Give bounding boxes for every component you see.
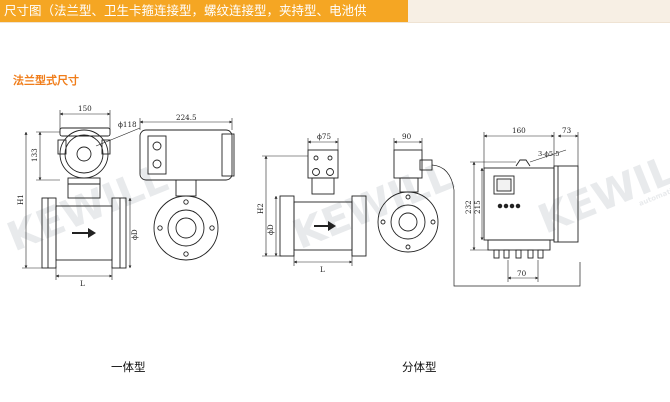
flange-inner <box>167 209 205 247</box>
dim-h2: H2 <box>256 203 265 214</box>
split-side-view <box>377 149 581 287</box>
dim-133: 133 <box>30 148 39 162</box>
dim-phi118: ϕ118 <box>118 120 137 129</box>
dim-160: 160 <box>512 126 526 135</box>
header-bar: 尺寸图（法兰型、卫生卡箍连接型，螺纹连接型，夹持型、电池供 <box>0 0 670 23</box>
flange-bore <box>175 217 197 239</box>
header-tab: 尺寸图（法兰型、卫生卡箍连接型，螺纹连接型，夹持型、电池供 <box>0 0 408 22</box>
split-neck <box>311 177 335 195</box>
dim-phid-integrated: ϕD <box>130 229 139 240</box>
dim-phid-split: ϕD <box>266 224 275 235</box>
dim-phi75: ϕ75 <box>317 132 331 141</box>
dim-150: 150 <box>78 104 92 113</box>
split-flow-arrow-icon <box>328 221 336 231</box>
converter-bottom <box>487 239 551 251</box>
cable-gland-left <box>57 139 67 155</box>
head-inner-circle <box>64 134 104 174</box>
dim-73: 73 <box>562 126 572 135</box>
section-title: 法兰型式尺寸 <box>13 74 79 87</box>
dim-224-5: 224.5 <box>176 113 197 122</box>
neck <box>67 177 101 199</box>
split-flange-inner <box>390 204 426 240</box>
mount-hanger <box>515 159 531 167</box>
split-flange-outer <box>377 191 439 253</box>
dim-l-split: L <box>320 265 325 274</box>
dim-215: 215 <box>473 200 482 214</box>
integrated-side-view <box>139 129 235 261</box>
head-outer-circle <box>59 129 109 179</box>
dim-3-phi5-5: 3-ϕ5.5 <box>538 150 559 158</box>
flange-outer <box>153 195 219 261</box>
split-tube <box>293 201 353 251</box>
split-converter <box>483 159 579 259</box>
dim-70: 70 <box>517 269 527 278</box>
housing-cover <box>221 133 235 177</box>
flow-arrow-icon <box>88 228 96 238</box>
signal-cable <box>431 164 581 287</box>
dim-h1: H1 <box>16 194 25 205</box>
watermarks: KEWILL KEWILL KEWILL automation <box>1 138 670 261</box>
dim-90: 90 <box>402 132 412 141</box>
caption-split: 分体型 <box>402 360 437 374</box>
housing-terminal <box>147 135 167 175</box>
side-neck <box>175 179 197 197</box>
split-flange-bore <box>398 212 418 232</box>
converter-side <box>553 165 579 243</box>
integrated-front-view <box>41 127 127 269</box>
dim-l-integrated: L <box>80 279 85 288</box>
measuring-tube <box>55 205 113 261</box>
cable-gland-right <box>101 139 111 155</box>
head-window <box>76 146 92 162</box>
dim-232: 232 <box>464 200 473 214</box>
split-front-view <box>279 149 367 257</box>
caption-integrated: 一体型 <box>111 360 146 374</box>
converter-display <box>493 175 515 195</box>
